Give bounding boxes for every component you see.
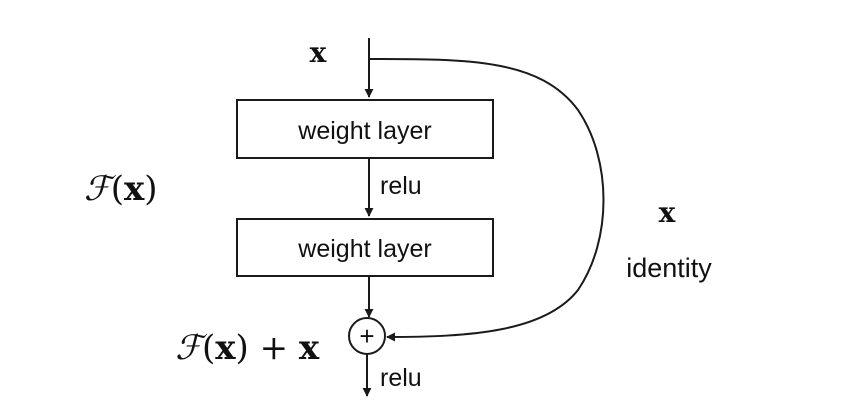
weight-layer-2: weight layer [236,218,494,277]
weight-layer-1: weight layer [236,99,494,159]
output-sum-var2: x [299,328,320,368]
output-sum-plus: + [249,328,299,368]
input-x-label: x [310,36,327,69]
relu-2-label: relu [380,364,422,392]
residual-function-open-paren: ( [111,169,124,209]
shortcut-x-label: x [659,196,676,229]
residual-function-var: x [124,169,145,209]
sum-node: + [348,317,386,355]
sum-plus-symbol: + [359,321,374,351]
residual-function-close-paren: ) [144,169,157,209]
output-sum-close-paren: ) [236,328,249,368]
weight-layer-2-label: weight layer [297,235,431,263]
relu-1-label: relu [380,172,422,200]
output-sum-var: x [215,328,236,368]
output-sum-label: ℱ(x) + x [128,328,348,368]
weight-layer-1-box [236,99,494,159]
weight-layer-1-label: weight layer [297,117,431,145]
identity-shortcut-arrow [368,58,605,342]
identity-label: identity [626,253,712,283]
residual-function-label: ℱ(x) [84,169,158,209]
weight-layer-2-box [236,218,494,277]
output-sum-open-paren: ( [202,328,215,368]
